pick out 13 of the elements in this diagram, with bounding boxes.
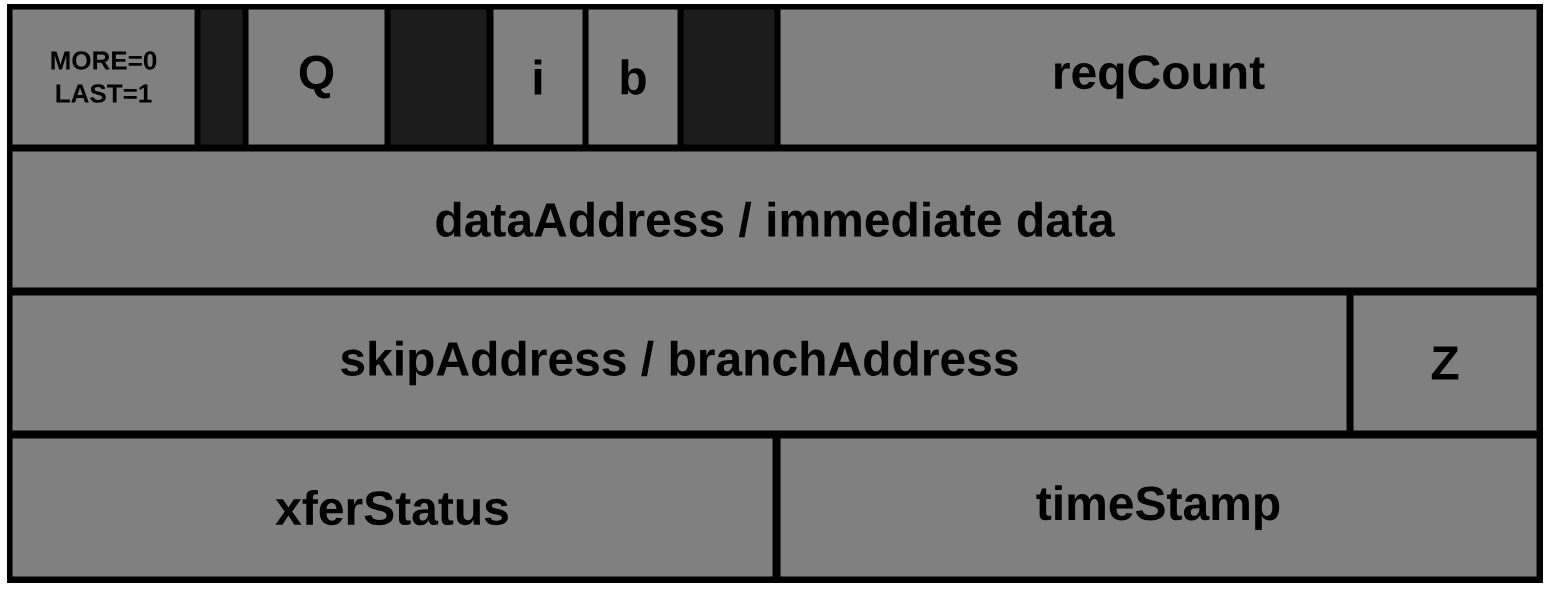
reserved-cell [682, 8, 776, 146]
field-cell: Z [1352, 294, 1538, 432]
field-cell: timeStamp [779, 437, 1538, 578]
field-cell: skipAddress / branchAddress [11, 294, 1348, 432]
field-cell: Q [247, 8, 386, 146]
field-cell: dataAddress / immediate data [11, 150, 1538, 289]
field-cell: xferStatus [11, 437, 774, 578]
reserved-cell [389, 8, 488, 146]
reserved-cell [199, 8, 244, 146]
field-cell: b [587, 8, 679, 146]
field-cell: reqCount [779, 8, 1538, 146]
field-cell: i [492, 8, 584, 146]
field-cell: MORE=0 LAST=1 [11, 8, 196, 146]
